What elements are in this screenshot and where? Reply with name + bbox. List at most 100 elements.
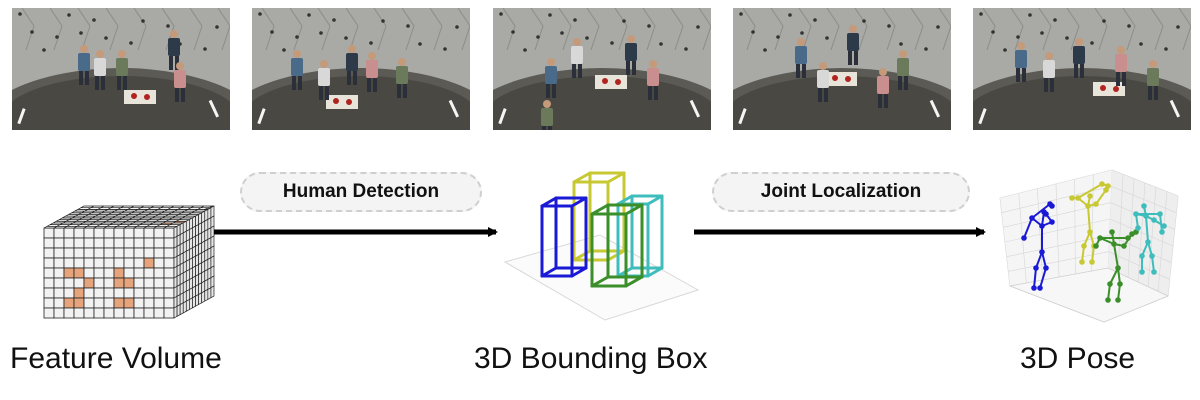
voxel-cell [73,277,85,289]
voxel-cell [73,227,85,239]
voxel-cell [163,257,175,269]
voxel-cell [83,247,95,259]
voxel-cell [153,237,165,249]
voxel-cell [133,257,145,269]
voxel-cell [43,257,55,269]
skeleton-person-2 [1069,181,1111,265]
voxel-cell [143,237,155,249]
ground-plane [503,234,700,321]
voxel-cell [83,307,95,319]
human-detection-step: Human Detection [240,172,482,212]
voxel-cell [113,247,125,259]
voxel-cell [113,287,125,299]
voxel-cell [163,297,175,309]
voxel-cell [63,287,75,299]
camera-view-1 [12,8,230,130]
voxel-cell [153,287,165,299]
voxel-cell [203,205,214,211]
voxel-cell [43,247,55,259]
voxel-cell [43,297,55,309]
voxel-cell [153,307,165,319]
voxel-cell [93,297,105,309]
voxel-cell [53,257,65,269]
joint-localization-step: Joint Localization [712,172,970,212]
camera-view-2 [252,8,470,130]
voxel-cell [143,297,155,309]
voxel-cell [73,237,85,249]
voxel-cell [113,257,125,269]
voxel-cell [143,247,155,259]
voxel-cell [113,267,125,279]
voxel-cell [123,287,135,299]
voxel-cell [133,277,145,289]
voxel-cell [93,227,105,239]
voxel-cell [73,307,85,319]
voxel-cell [163,247,175,259]
camera-view-5 [973,8,1191,130]
voxel-cell [123,297,135,309]
voxel-cell [53,267,65,279]
voxel-cell [153,297,165,309]
bounding-box-scene [503,171,700,321]
voxel-cell [83,227,95,239]
voxel-cell [73,247,85,259]
camera-view-scene [973,8,1191,130]
voxel-cell [63,247,75,259]
skeleton-person-4 [1133,203,1167,275]
voxel-cell [103,297,115,309]
voxel-cell [163,307,175,319]
voxel-cell [103,237,115,249]
voxel-cell [53,227,65,239]
voxel-cell [83,297,95,309]
voxel-cell [83,287,95,299]
voxel-cell [103,307,115,319]
voxel-cell [185,298,190,312]
voxel-cell [103,267,115,279]
voxel-cell [63,307,75,319]
voxel-cell [143,287,155,299]
voxel-cell [163,227,175,239]
voxel-cell [123,307,135,319]
voxel-cell [73,257,85,269]
voxel-cell [53,237,65,249]
camera-view-4 [733,8,951,130]
voxel-cell [53,297,65,309]
voxel-cell [43,287,55,299]
voxel-cell [53,287,65,299]
voxel-cell [73,297,85,309]
voxel-cell [83,267,95,279]
voxel-cell [143,227,155,239]
voxel-cell [153,257,165,269]
voxel-cell [153,227,165,239]
voxel-cell [210,285,215,299]
bounding-box-label: 3D Bounding Box [474,342,708,375]
voxel-cell [173,305,178,319]
voxel-cell [143,277,155,289]
voxel-cell [73,267,85,279]
voxel-cell [143,267,155,279]
voxel-cell [163,267,175,279]
voxel-cell [43,227,55,239]
voxel-cell [195,293,199,307]
skeleton-person-1 [1021,201,1055,291]
voxel-cell [43,237,55,249]
feature-volume-cube [43,205,215,319]
voxel-cell [143,257,155,269]
voxel-cell [63,227,75,239]
voxel-cell [83,257,95,269]
voxel-cell [182,300,187,314]
voxel-cell [113,307,125,319]
voxel-cell [133,237,145,249]
camera-view-scene [493,8,711,130]
voxel-cell [133,307,145,319]
voxel-cell [43,277,55,289]
voxel-cell [176,304,181,317]
voxel-cell [123,247,135,259]
voxel-cell [153,247,165,259]
voxel-cell [63,297,75,309]
voxel-cell [133,227,145,239]
camera-view-scene [733,8,951,130]
voxel-cell [103,227,115,239]
camera-view-3 [493,8,711,130]
voxel-cell [43,267,55,279]
